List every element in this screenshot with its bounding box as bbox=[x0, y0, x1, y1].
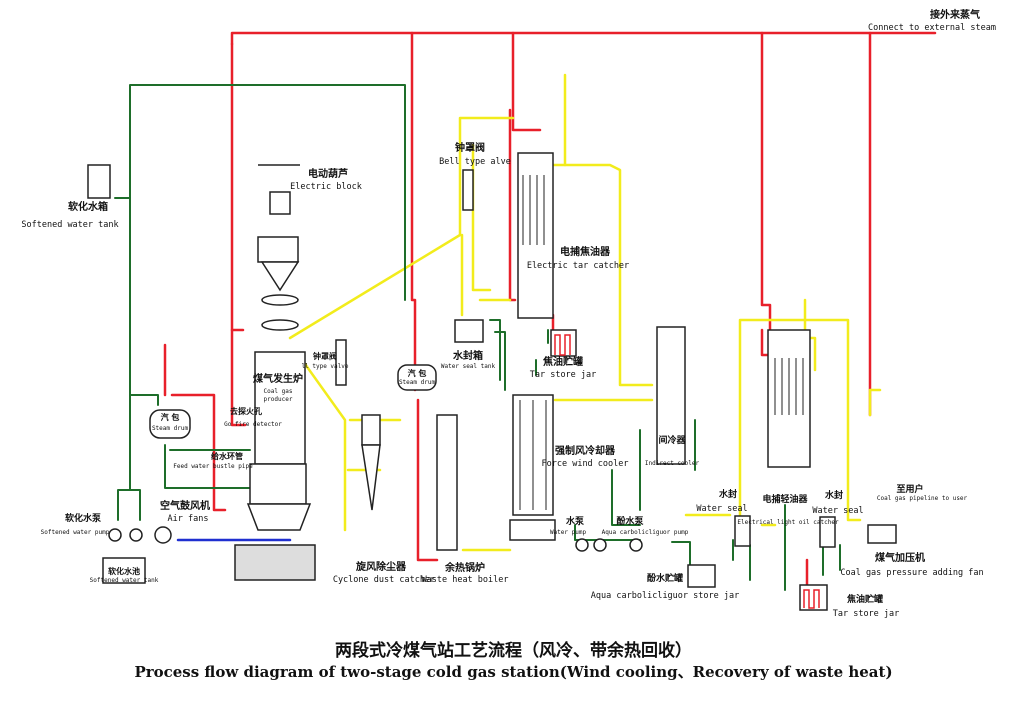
pressure-fan-label-en: Coal gas pressure adding fan bbox=[840, 568, 984, 578]
coal-gas-producer-label-en2: producer bbox=[263, 396, 293, 403]
electric-tar-catcher-label-en: Electric tar catcher bbox=[526, 261, 630, 271]
cyclone-label-en: Cyclone dust catcher bbox=[332, 575, 436, 585]
water-seal-tank bbox=[454, 319, 484, 343]
electric-tar-catcher bbox=[517, 152, 554, 319]
coal-gas-producer-label-en1: Coal gas bbox=[263, 388, 293, 395]
water-pipes bbox=[114, 84, 841, 591]
light-oil-catcher-label-en: Electrical light oil catcher bbox=[737, 519, 839, 526]
aqua-pump-label-zh: 酚水泵 bbox=[616, 517, 644, 527]
force-wind-cooler-label-zh: 强制风冷却器 bbox=[555, 446, 615, 457]
waste-heat-boiler bbox=[436, 414, 458, 551]
water-seal-tank-label-zh: 水封箱 bbox=[453, 351, 483, 362]
feed-water-pipe-label-zh: 给水环管 bbox=[211, 452, 243, 461]
softened-water-pump-label-zh: 软化水泵 bbox=[64, 514, 102, 524]
softened-water-pump-1 bbox=[108, 528, 122, 542]
water-seal-2-label-en: Water seal bbox=[812, 506, 864, 516]
softened-water-pool bbox=[102, 557, 146, 584]
steam-drum-mid-label-en: Steam drum bbox=[398, 379, 436, 386]
tar-store-jar-2-label-zh: 焦油贮罐 bbox=[846, 595, 884, 605]
diagram-title-zh: 两段式冷煤气站工艺流程（风冷、带余热回收） bbox=[335, 641, 692, 661]
pressure-fan-label-zh: 煤气加压机 bbox=[875, 553, 925, 564]
electric-block bbox=[269, 191, 291, 215]
softened-water-tank-label-en: Softened water tank bbox=[21, 220, 119, 230]
bell-valve-mid-label-zh: 钟罩阀 bbox=[313, 352, 337, 361]
waste-heat-boiler-label-en: Waste heat boiler bbox=[421, 575, 509, 585]
aqua-store-label-zh: 酚水贮罐 bbox=[646, 574, 684, 584]
cyclone-label-zh: 旋风除尘器 bbox=[356, 562, 406, 573]
steam-drum-left bbox=[149, 409, 191, 439]
gas-pipes bbox=[288, 73, 882, 552]
water-seal-1-label-en: Water seal bbox=[696, 504, 748, 514]
water-pump-label-en: Water pump bbox=[549, 529, 587, 536]
fire-detector-label-en: Go fire detector bbox=[224, 421, 282, 428]
softened-water-tank-label-zh: 软化水箱 bbox=[68, 202, 108, 213]
tar-store-jar-1-label-en: Tar store jar bbox=[529, 370, 597, 380]
water-seal-2-label-zh: 水封 bbox=[824, 491, 844, 501]
softened-water-pump-label-en: Softened water pump bbox=[40, 529, 110, 536]
steam-drum-left-label-zh: 汽 包 bbox=[160, 413, 180, 422]
to-user-label-en: Coal gas pipeline to user bbox=[876, 495, 968, 502]
air-fans-label-en: Air fans bbox=[167, 514, 209, 524]
bell-valve-mid-label-en: ll type valve bbox=[301, 363, 349, 370]
water-seal-tank-label-en: Water seal tank bbox=[440, 363, 496, 370]
waste-heat-boiler-label-zh: 余热锅炉 bbox=[445, 563, 485, 574]
to-user-label-zh: 至用户 bbox=[896, 485, 924, 495]
water-pump-1 bbox=[575, 538, 589, 552]
softened-water-tank bbox=[87, 164, 111, 199]
electric-block-label-en: Electric block bbox=[290, 182, 362, 192]
light-oil-catcher-label-zh: 电捕轻油器 bbox=[762, 495, 808, 505]
bell-valve-top bbox=[462, 169, 474, 211]
aqua-pump-label-en: Aqua carbolicliguor pump bbox=[601, 529, 689, 536]
feed-water-pipe-label-en: Feed water bustle pipe bbox=[173, 463, 253, 470]
air-fans-label-zh: 空气鼓风机 bbox=[160, 501, 210, 512]
indirect-cooler-label-en: Indirect cooler bbox=[644, 460, 700, 467]
electric-block-label-zh: 电动葫芦 bbox=[308, 169, 348, 180]
indirect-cooler bbox=[656, 326, 686, 465]
bell-valve-mid bbox=[335, 339, 347, 386]
pressure-fan bbox=[867, 524, 897, 544]
diagram-title-en: Process flow diagram of two-stage cold g… bbox=[134, 663, 893, 681]
foundation bbox=[234, 544, 316, 581]
tar-store-jar-1-label-zh: 焦油贮罐 bbox=[543, 357, 583, 368]
external-steam-label-zh: 接外来蒸气 bbox=[930, 10, 980, 21]
aqua-store-jar bbox=[687, 564, 716, 588]
steam-drum-left-label-en: Steam drum bbox=[151, 425, 189, 432]
coal-gas-producer bbox=[254, 351, 306, 465]
water-pump-2 bbox=[593, 538, 607, 552]
water-pump-label-zh: 水泵 bbox=[565, 517, 585, 527]
indirect-cooler-label-zh: 间冷器 bbox=[658, 436, 686, 446]
air-fan bbox=[154, 526, 172, 544]
softened-water-pump-2 bbox=[129, 528, 143, 542]
coal-hopper bbox=[257, 236, 299, 263]
water-seal-2 bbox=[819, 516, 836, 548]
bell-valve-top-label-zh: 钟罩阀 bbox=[455, 143, 485, 154]
fire-detector-label-zh: 去探火孔 bbox=[230, 407, 262, 416]
force-wind-cooler-label-en: Force wind cooler bbox=[541, 459, 629, 469]
steam-drum-mid-label-zh: 汽 包 bbox=[407, 369, 427, 378]
bell-valve-top-label-en: Bell type alve bbox=[439, 157, 511, 167]
coal-gas-producer-label-zh: 煤气发生炉 bbox=[253, 374, 303, 385]
tar-store-jar-2-label-en: Tar store jar bbox=[832, 609, 900, 619]
aqua-pump bbox=[629, 538, 643, 552]
external-steam-label-en: Connect to external steam bbox=[868, 23, 996, 33]
aqua-store-label-en: Aqua carbolicliguor store jar bbox=[590, 591, 740, 601]
water-seal-1-label-zh: 水封 bbox=[718, 490, 738, 500]
steam-drum-mid bbox=[397, 364, 437, 391]
cyclone bbox=[361, 414, 381, 446]
softened-water-pool-label-zh: 软化水池 bbox=[108, 567, 140, 576]
electric-tar-catcher-label-zh: 电捕焦油器 bbox=[560, 247, 610, 258]
softened-water-pool-label-en: Softened water tank bbox=[89, 577, 159, 584]
water-seal-1 bbox=[734, 515, 751, 547]
